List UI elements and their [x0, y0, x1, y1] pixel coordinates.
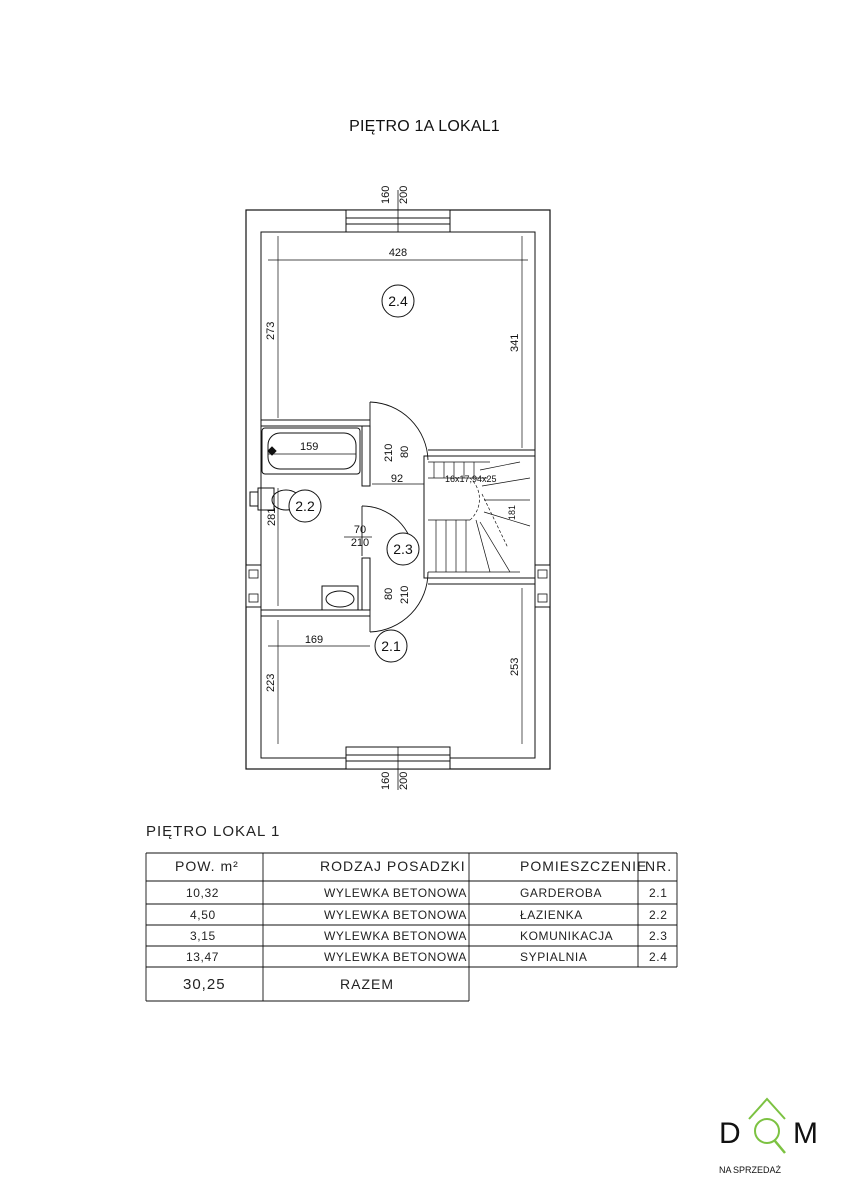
- room-marker-2-4: [381, 284, 415, 318]
- bottom-window: [345, 746, 451, 790]
- dim-stairs: 16x17,94x25: [445, 474, 497, 484]
- room-marker-2-2: [288, 489, 322, 523]
- row1-nr: 2.1: [649, 886, 668, 900]
- dim-bottom-200: 200: [398, 772, 410, 790]
- dim-210a: 210: [383, 444, 395, 462]
- row1-pow: 10,32: [186, 886, 220, 900]
- dim-253: 253: [509, 658, 521, 676]
- door-lower: [369, 562, 429, 633]
- dim-223: 223: [265, 674, 277, 692]
- row2-pow: 4,50: [190, 908, 216, 922]
- right-window: [534, 564, 551, 608]
- room-markers: [288, 284, 420, 663]
- dim-80a: 80: [399, 446, 411, 458]
- staircase: [428, 461, 531, 573]
- row4-pom: SYPIALNIA: [520, 950, 588, 964]
- logo-sub-sprzedaz: SPRZEDAŻ: [733, 1165, 782, 1175]
- dimension-lines: [268, 236, 528, 744]
- header-nr: NR.: [645, 858, 673, 874]
- page-title: PIĘTRO 1A LOKAL1: [349, 118, 500, 135]
- header-pomieszczenie: POMIESZCZENIE: [520, 858, 648, 874]
- dim-top-160: 160: [380, 186, 392, 204]
- door-upper: [369, 401, 429, 480]
- dim-210b: 210: [351, 537, 369, 549]
- dim-273: 273: [265, 322, 277, 340]
- header-pow: POW. m²: [175, 858, 239, 874]
- room-marker-2-1: [374, 629, 408, 663]
- room-label-2-2: 2.2: [295, 498, 315, 514]
- row1-pom: GARDEROBA: [520, 886, 603, 900]
- dim-92: 92: [391, 473, 403, 485]
- dim-80b: 80: [383, 588, 395, 600]
- top-window: [345, 190, 451, 233]
- row3-pom: KOMUNIKACJA: [520, 929, 614, 943]
- row4-nr: 2.4: [649, 950, 668, 964]
- dim-181: 181: [507, 505, 517, 520]
- dim-341: 341: [509, 334, 521, 352]
- dim-281: 281: [266, 508, 278, 526]
- header-rodzaj: RODZAJ POSADZKI: [320, 858, 466, 874]
- dim-210c: 210: [399, 586, 411, 604]
- total-label: RAZEM: [340, 976, 394, 992]
- dim-top-200: 200: [398, 186, 410, 204]
- left-window: [245, 564, 262, 608]
- room-label-2-3: 2.3: [393, 541, 413, 557]
- dim-169: 169: [305, 634, 323, 646]
- row3-nr: 2.3: [649, 929, 668, 943]
- logo-sub-na: NA: [719, 1165, 732, 1175]
- row1-rodzaj: WYLEWKA BETONOWA: [324, 886, 467, 900]
- dim-70: 70: [354, 524, 366, 536]
- row3-pow: 3,15: [190, 929, 216, 943]
- sink-icon: [321, 585, 359, 611]
- dim-428: 428: [389, 247, 407, 259]
- row2-nr: 2.2: [649, 908, 668, 922]
- row2-rodzaj: WYLEWKA BETONOWA: [324, 908, 467, 922]
- dim-bottom-160: 160: [380, 772, 392, 790]
- row3-rodzaj: WYLEWKA BETONOWA: [324, 929, 467, 943]
- room-label-2-1: 2.1: [381, 638, 401, 654]
- bathtub-icon: [261, 427, 361, 475]
- brand-logo: D M NA SPRZEDAŻ: [719, 1097, 835, 1175]
- table-caption: PIĘTRO LOKAL 1: [146, 823, 281, 840]
- logo-main-text: D M: [719, 1117, 835, 1150]
- house-magnifier-icon: [748, 1097, 786, 1154]
- room-marker-2-3: [386, 532, 420, 566]
- row2-pom: ŁAZIENKA: [520, 908, 583, 922]
- dim-159: 159: [300, 441, 318, 453]
- row4-pow: 13,47: [186, 950, 220, 964]
- total-pow: 30,25: [183, 976, 226, 993]
- area-table-grid: [145, 852, 678, 1002]
- row4-rodzaj: WYLEWKA BETONOWA: [324, 950, 467, 964]
- room-label-2-4: 2.4: [388, 293, 408, 309]
